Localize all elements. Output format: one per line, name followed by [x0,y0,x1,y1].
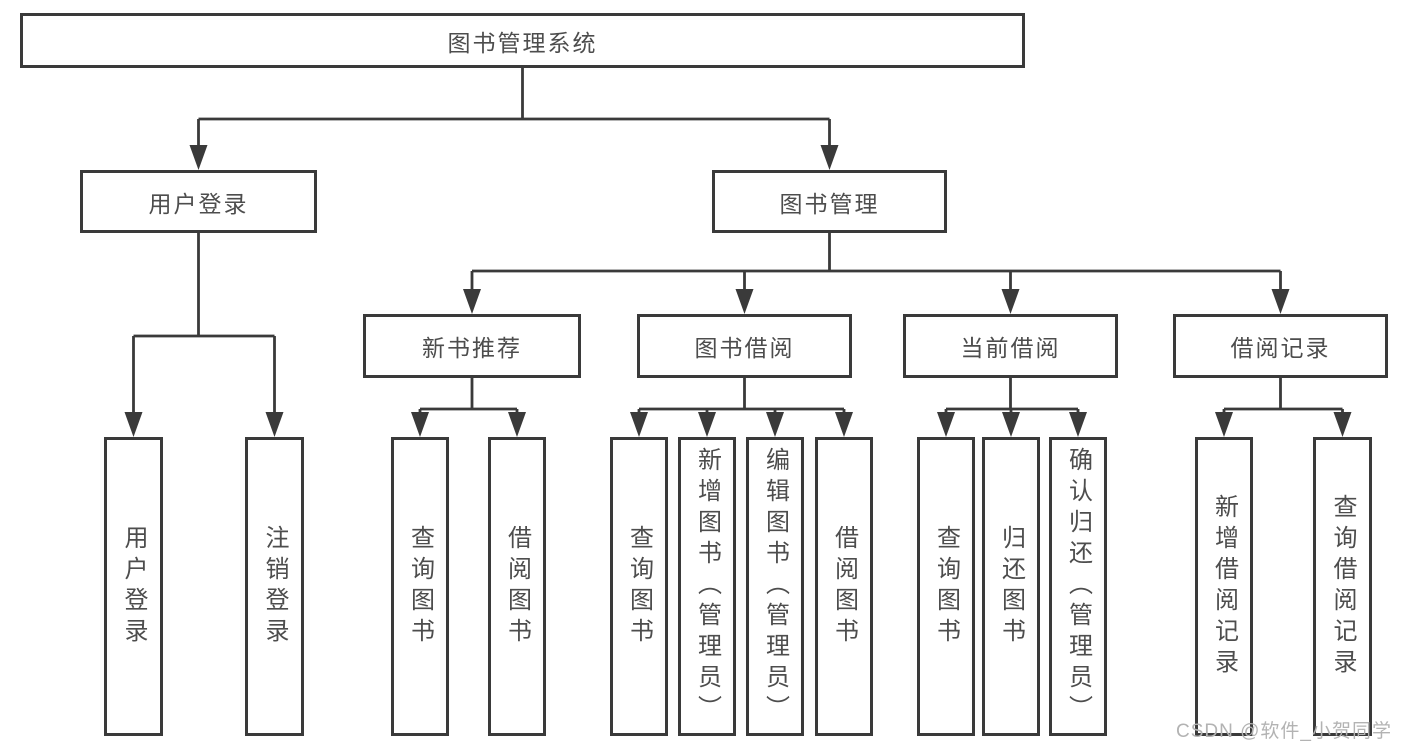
leaf-add-book-admin: 新增图书（管理员） [678,437,736,736]
node-new-book-recommendation: 新书推荐 [363,314,581,378]
leaf-borrow-books: 借阅图书 [815,437,873,736]
leaf-add-borrow-record: 新增借阅记录 [1195,437,1253,736]
leaf-return-books: 归还图书 [982,437,1040,736]
leaf-logout: 注销登录 [245,437,304,736]
node-current-borrowing: 当前借阅 [903,314,1118,378]
leaf-query-books-current: 查询图书 [917,437,975,736]
node-library-management-system: 图书管理系统 [20,13,1025,68]
leaf-confirm-return-admin: 确认归还（管理员） [1049,437,1107,736]
csdn-watermark: CSDN @软件_小贺同学 [1176,721,1392,742]
node-user-login: 用户登录 [80,170,317,233]
leaf-query-borrow-record: 查询借阅记录 [1313,437,1372,736]
leaf-query-books-recommend: 查询图书 [391,437,449,736]
node-book-borrowing: 图书借阅 [637,314,852,378]
leaf-edit-book-admin: 编辑图书（管理员） [746,437,804,736]
arrowheads [124,145,1352,437]
leaf-query-books-borrowing: 查询图书 [610,437,668,736]
node-borrowing-records: 借阅记录 [1173,314,1388,378]
leaf-user-login: 用户登录 [104,437,163,736]
leaf-borrow-books-recommend: 借阅图书 [488,437,546,736]
node-book-management: 图书管理 [712,170,947,233]
